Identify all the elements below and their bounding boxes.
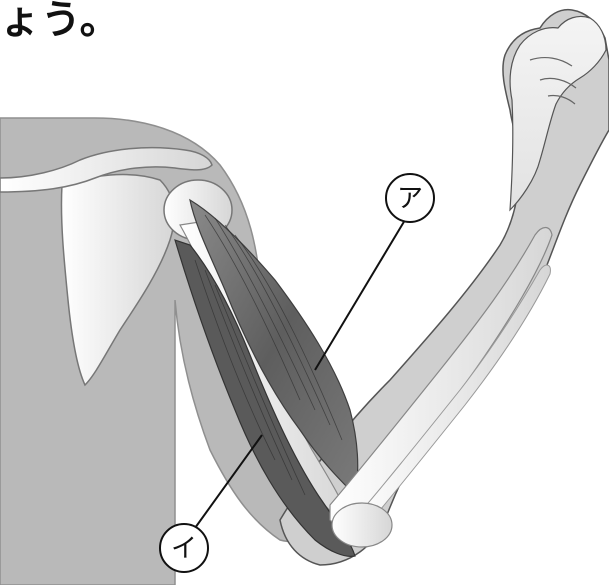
- callout-label-a: ア: [397, 184, 423, 214]
- forearm-bones: [330, 228, 552, 527]
- callout-label-i: イ: [171, 534, 197, 564]
- callout-line-a: [315, 220, 405, 370]
- elbow-joint: [332, 503, 392, 547]
